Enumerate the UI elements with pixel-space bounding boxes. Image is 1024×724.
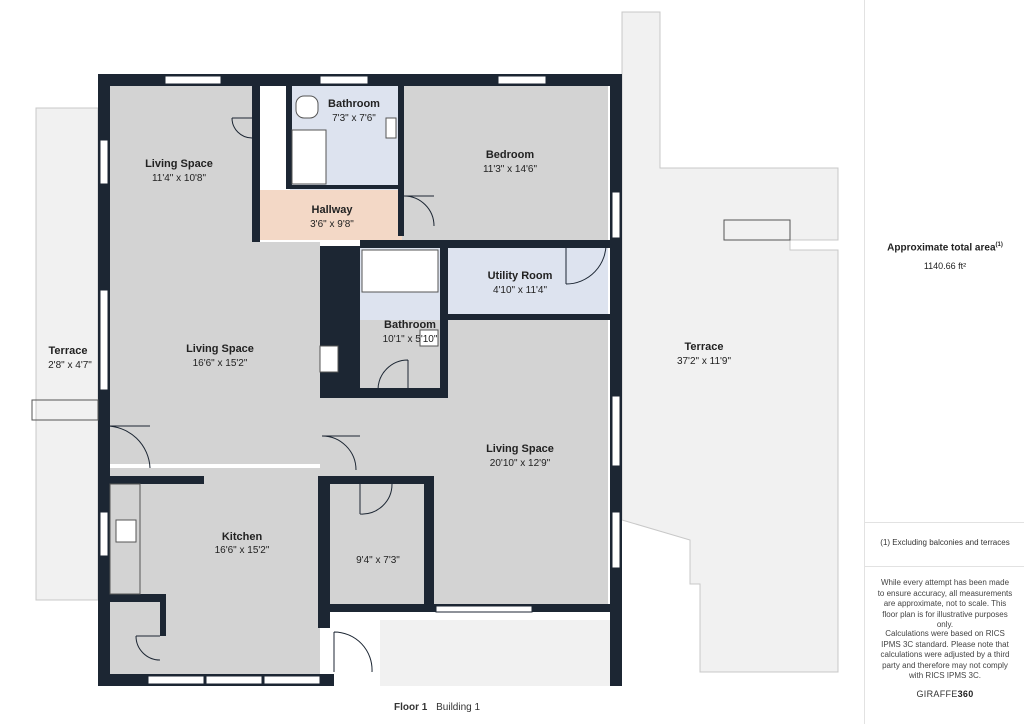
label-terrace-e-size: 37'2" x 11'9" [677, 356, 732, 367]
disclaimer-rics: Calculations were based on RICS IPMS 3C … [880, 629, 1010, 680]
label-terrace-e-name: Terrace [685, 341, 724, 353]
windows [99, 75, 621, 685]
label-terrace-w-name: Terrace [49, 345, 88, 357]
label-hallway-name: Hallway [312, 204, 354, 216]
label-hallway-size: 3'6" x 9'8" [310, 219, 354, 230]
sink-central [419, 329, 439, 347]
stairs-west [31, 399, 99, 421]
label-bath-c-name: Bathroom [384, 319, 436, 331]
room-bedroom [402, 86, 608, 242]
toilet-north [295, 95, 319, 119]
counter-west [319, 345, 339, 373]
room-hallway [260, 190, 402, 240]
room-closet [330, 484, 424, 608]
label-bedroom-name: Bedroom [486, 149, 535, 161]
floor-plan: Living Space 11'4" x 10'8" Bathroom 7'3"… [31, 11, 839, 686]
terrace-west [35, 107, 99, 601]
label-living-nw-name: Living Space [145, 158, 213, 170]
room-living-nw [110, 86, 260, 242]
disclaimer-accuracy: While every attempt has been made to ens… [877, 578, 1013, 629]
giraffe360-logo: GIRAFFE360 [916, 689, 974, 699]
label-bedroom-size: 11'3" x 14'6" [483, 164, 538, 175]
label-bath-n-name: Bathroom [328, 98, 380, 110]
label-closet-size: 9'4" x 7'3" [356, 555, 400, 566]
label-living-nw-size: 11'4" x 10'8" [152, 173, 207, 184]
doors [105, 117, 607, 673]
floor-caption: Floor 1 Building 1 [394, 702, 480, 713]
label-terrace-w-size: 2'8" x 4'7" [48, 360, 92, 371]
label-utility-size: 4'10" x 11'4" [493, 285, 548, 296]
shower-central [361, 249, 439, 293]
label-bath-n-size: 7'3" x 7'6" [332, 113, 376, 124]
area-note-mark: (1) [995, 242, 1003, 248]
approx-total-area-value: 1140.66 ft² [923, 261, 967, 271]
building-label: Building 1 [436, 702, 481, 713]
sidebar-divider [865, 566, 1024, 567]
floor-label: Floor 1 [394, 702, 428, 713]
sink-kitchen [115, 519, 137, 543]
room-living-west [110, 242, 320, 464]
room-kitchen [110, 468, 320, 674]
label-bath-c-size: 10'1" x 5'10" [383, 334, 438, 345]
label-living-w-name: Living Space [186, 343, 254, 355]
room-labels: Living Space 11'4" x 10'8" Bathroom 7'3"… [48, 98, 731, 566]
label-kitchen-name: Kitchen [222, 531, 263, 543]
label-kitchen-size: 16'6" x 15'2" [215, 545, 270, 556]
shower-north [291, 129, 327, 185]
room-floors [110, 86, 608, 674]
terrace-areas [35, 11, 839, 686]
label-living-e-name: Living Space [486, 443, 554, 455]
fixtures [31, 95, 791, 595]
sink-north [385, 117, 397, 139]
stairs-east [723, 219, 791, 241]
exclusion-note: (1) Excluding balconies and terraces [880, 538, 1010, 547]
label-utility-name: Utility Room [488, 270, 553, 282]
info-sidebar: Approximate total area(1) 1140.66 ft² (1… [864, 0, 1024, 724]
approx-total-area-title: Approximate total area(1) [887, 242, 1003, 254]
label-living-e-size: 20'10" x 12'9" [490, 458, 551, 469]
terrace-east [621, 11, 839, 673]
terrace-south [380, 620, 622, 686]
label-living-w-size: 16'6" x 15'2" [193, 358, 248, 369]
sidebar-divider [865, 522, 1024, 523]
